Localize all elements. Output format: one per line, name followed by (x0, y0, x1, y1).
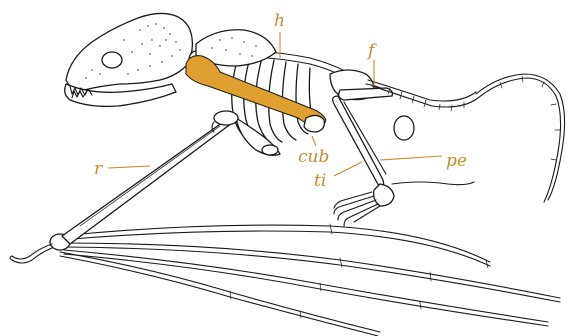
forearm-joint (304, 115, 324, 132)
calcar (476, 74, 565, 202)
label-h: h (274, 11, 285, 31)
leader-pe (380, 156, 442, 160)
tibia-bone (333, 96, 386, 188)
label-f: f (366, 41, 377, 61)
label-ti: ti (314, 171, 326, 191)
label-r: r (94, 159, 103, 179)
label-pe: pe (446, 151, 467, 171)
humerus-highlight (186, 56, 326, 127)
leader-ti (334, 162, 362, 176)
wrist-and-thumb (10, 234, 70, 263)
label-cub: cub (298, 147, 329, 167)
humerus-bone (186, 56, 326, 127)
wing-digits (60, 224, 560, 336)
radius-bone (62, 118, 236, 244)
foot (334, 182, 474, 226)
skull (65, 13, 193, 106)
leader-r (108, 166, 150, 168)
leader-cub (312, 136, 316, 146)
